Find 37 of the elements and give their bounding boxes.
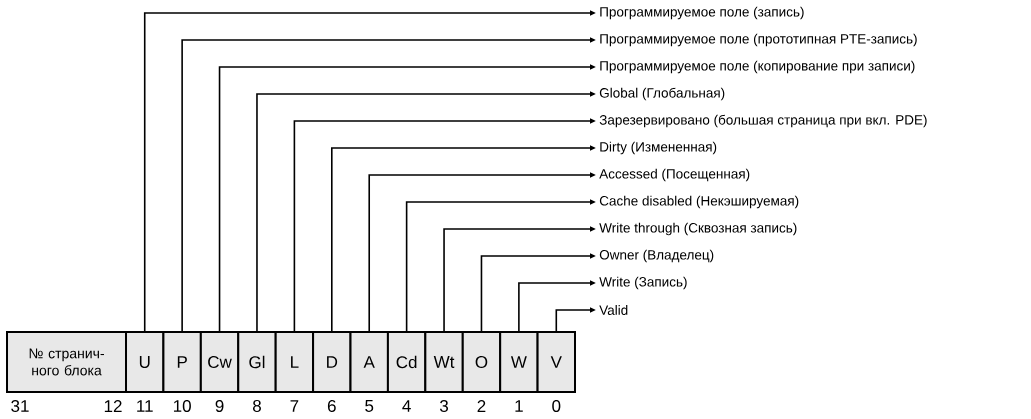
bit-cell: U bbox=[125, 331, 165, 393]
bit-number: 3 bbox=[439, 399, 448, 412]
field-description: Owner (Владелец) bbox=[599, 249, 714, 263]
bit-cell: O bbox=[461, 331, 502, 393]
bit-cell: Wt bbox=[424, 331, 464, 393]
field-description: Программируемое поле (прототипная PTE-запись) bbox=[600, 33, 917, 47]
bit-number: 5 bbox=[365, 400, 374, 412]
bit-number: 1 bbox=[515, 400, 523, 412]
bit-number: 4 bbox=[402, 400, 411, 412]
bit-cell: V bbox=[536, 331, 576, 393]
field-description: Write through (Сквозная запись) bbox=[599, 222, 797, 236]
bit-number: 2 bbox=[477, 400, 486, 412]
field-description: Программируемое поле (запись) bbox=[600, 6, 804, 20]
bit-cell: Cd bbox=[386, 331, 427, 393]
bit-cell: A bbox=[349, 331, 389, 393]
bit-number: 9 bbox=[215, 399, 224, 412]
bit-cell: D bbox=[312, 331, 352, 393]
field-description: Write (Запись) bbox=[599, 276, 687, 290]
bit-number: 7 bbox=[290, 400, 299, 412]
bit-cell: W bbox=[499, 331, 539, 393]
field-description: Dirty (Измененная) bbox=[600, 141, 717, 155]
field-description: Valid bbox=[599, 305, 628, 315]
field-description: Global (Глобальная) bbox=[599, 87, 725, 101]
field-description: Программируемое поле (копирование при записи) bbox=[600, 60, 915, 74]
bit-number: 6 bbox=[327, 399, 336, 412]
field-description: Cache disabled (Некэшируемая) bbox=[599, 195, 799, 209]
bit-number: 10 bbox=[174, 399, 191, 412]
bit-number: 12 bbox=[104, 400, 122, 412]
bit-number: 0 bbox=[552, 399, 561, 412]
bit-number: 8 bbox=[253, 399, 261, 412]
bit-cell: Gl bbox=[237, 331, 277, 393]
bit-cell: L bbox=[274, 331, 315, 393]
bit-number: 11 bbox=[137, 400, 153, 412]
bit-cell: Cw bbox=[199, 331, 240, 393]
field-description: Accessed (Посещенная) bbox=[599, 168, 750, 182]
bit-cell: P bbox=[162, 331, 202, 393]
field-description: Зарезервировано (большая страница при вкл. PDE) bbox=[599, 114, 927, 128]
